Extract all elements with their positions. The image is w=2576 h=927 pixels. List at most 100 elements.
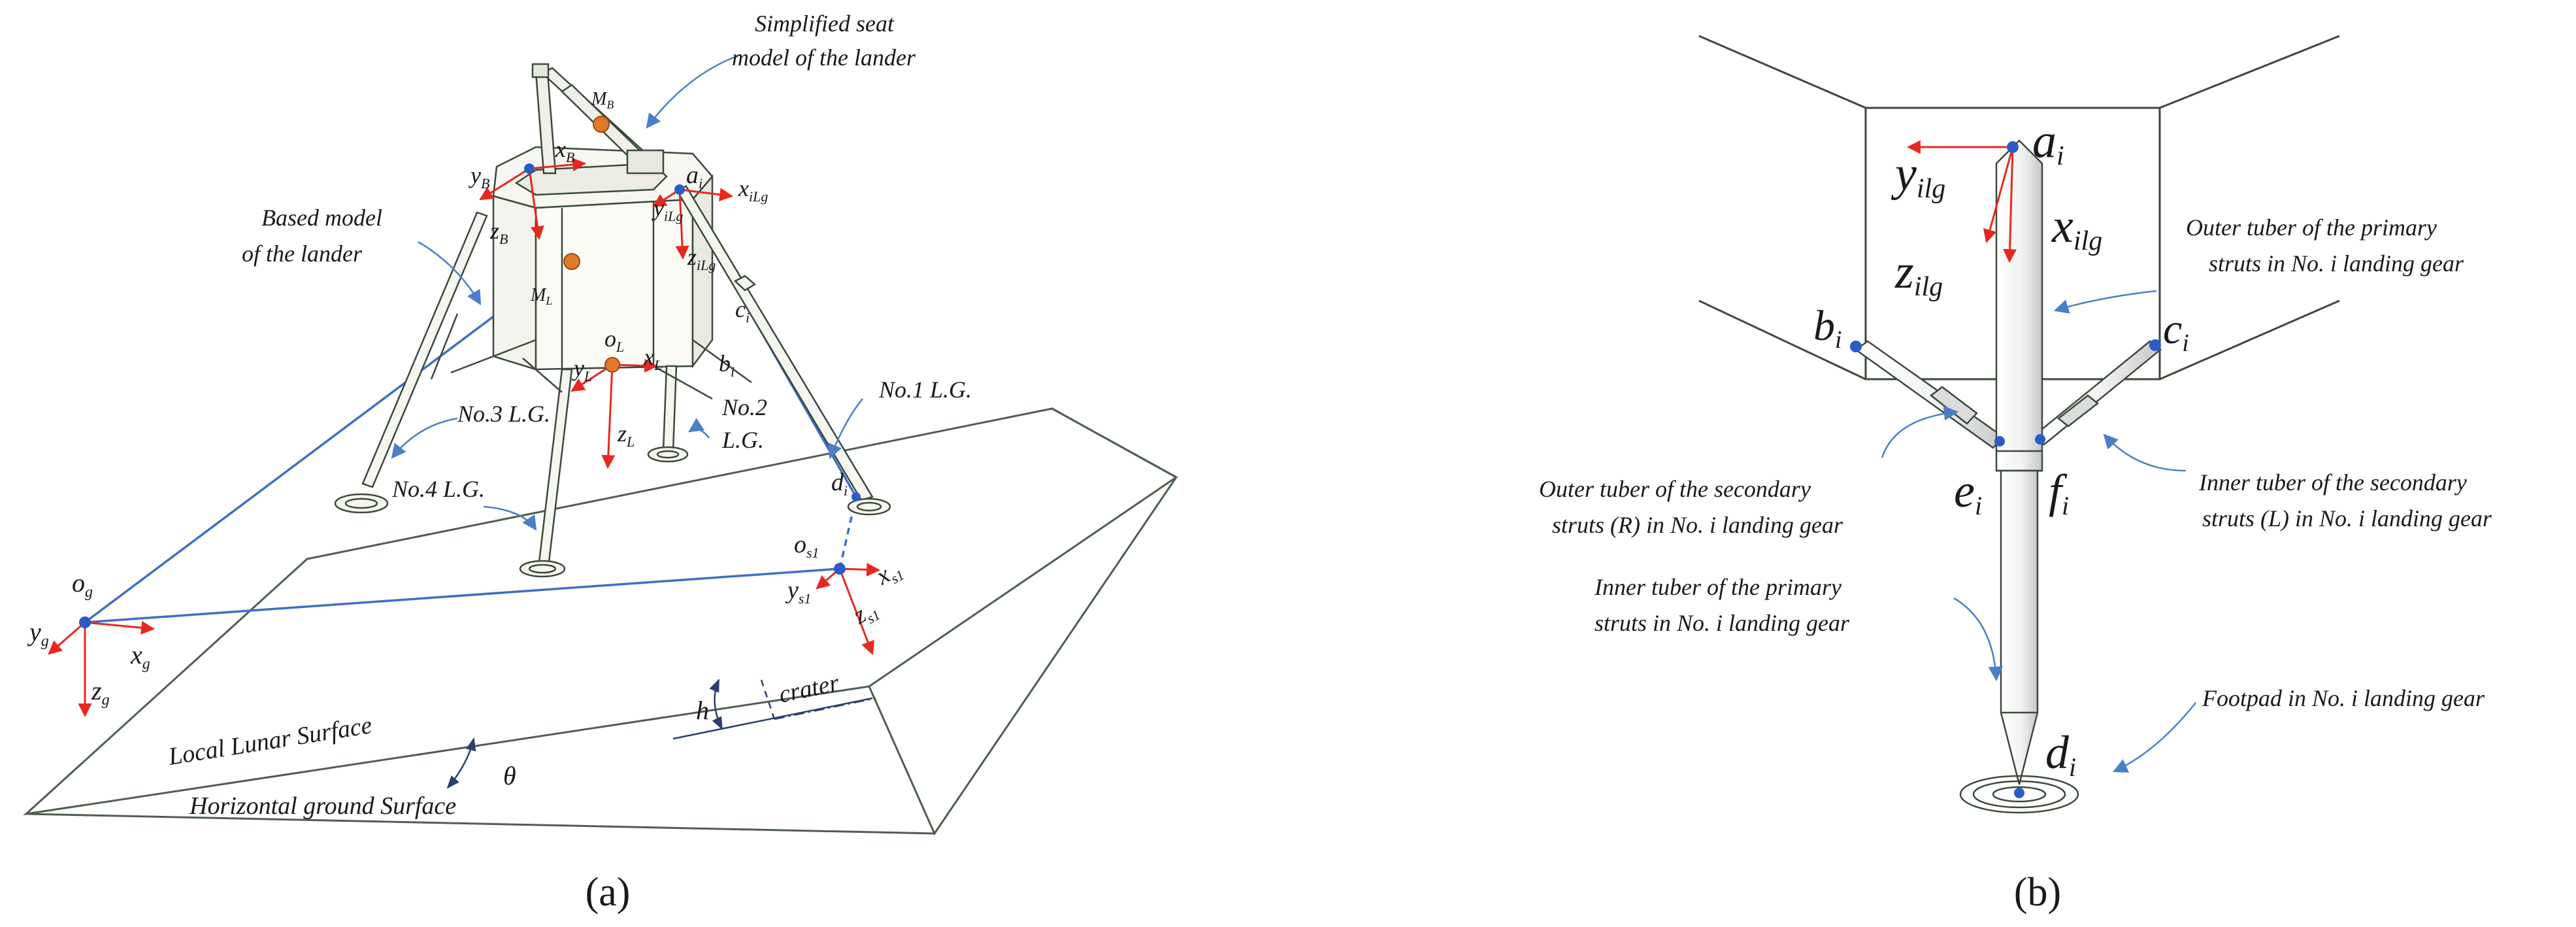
- callout-outer-primary-2: struts in No. i landing gear: [2209, 250, 2464, 277]
- point-ai: [2007, 141, 2019, 153]
- secondary-struts: [1854, 340, 2162, 449]
- seat-model-label-1: Simplified seat: [755, 10, 895, 37]
- label-zilg: ziLg: [687, 244, 716, 273]
- label-b-ai: ai: [2032, 114, 2064, 171]
- label-yl: yL: [572, 355, 592, 384]
- ground-surface-label: Horizontal ground Surface: [189, 792, 456, 820]
- callout-outer-secondary-1: Outer tuber of the secondary: [1539, 476, 1811, 502]
- label-b-bi: bi: [1813, 302, 1842, 354]
- label-b-y: yilg: [1891, 147, 1945, 204]
- label-ml: ML: [530, 285, 552, 307]
- label-mb: MB: [591, 89, 614, 111]
- point-labels-b: ai bi ci ei fi di yilg xilg zilg: [1813, 114, 2189, 782]
- label-xb: xB: [555, 136, 574, 165]
- outer-primary-tube: [1995, 139, 2043, 472]
- label-ol: oL: [604, 326, 624, 355]
- crater-marker: [446, 679, 876, 789]
- label-bi: bi: [719, 350, 735, 380]
- label-b-di: di: [2045, 726, 2076, 782]
- callouts-b: Outer tuber of the primary struts in No.…: [1539, 214, 2492, 711]
- label-os1: os1: [794, 531, 819, 561]
- footpad-3: [334, 493, 389, 514]
- secondary-strut-r: [1854, 340, 2004, 449]
- label-b-z: zilg: [1894, 245, 1943, 302]
- label-og: og: [72, 568, 93, 601]
- coordinate-axes-b: [1906, 140, 2017, 263]
- inner-primary-tube: [2000, 469, 2039, 785]
- h-label: h: [696, 696, 709, 725]
- label-zl: zL: [617, 420, 635, 450]
- label-di: di: [831, 469, 848, 499]
- label-b-x: xilg: [2051, 199, 2102, 256]
- label-b-ei: ei: [1954, 465, 1982, 520]
- callout-outer-secondary-2: struts (R) in No. i landing gear: [1552, 512, 1843, 538]
- footpad-4: [519, 560, 566, 578]
- point-bi: [1850, 341, 1862, 352]
- panel-a: Simplified seat model of the lander Base…: [23, 10, 1178, 915]
- slab-side-face: [868, 477, 1178, 836]
- caption-a: (a): [586, 870, 631, 915]
- callout-arrows-b: [1881, 290, 2196, 773]
- leg-2-strut: [662, 365, 678, 452]
- callout-outer-primary-1: Outer tuber of the primary: [2186, 214, 2437, 241]
- callout-inner-primary-1: Inner tuber of the primary: [1594, 574, 1841, 600]
- lg2-label-2: L.G.: [721, 427, 764, 453]
- point-ci: [2149, 339, 2161, 351]
- label-xilg: xiLg: [738, 175, 768, 205]
- body-front: [492, 195, 537, 371]
- point-di: [2014, 788, 2024, 798]
- label-yb: yB: [469, 162, 489, 192]
- callout-inner-primary-2: struts in No. i landing gear: [1594, 610, 1850, 636]
- frame-labels-a: MB yB xB zB ML ai yiLg xiLg ziLg ci bi o…: [27, 89, 907, 709]
- label-ci: ci: [735, 296, 750, 326]
- based-model-label-2: of the lander: [242, 241, 363, 267]
- nodes-b: [1850, 141, 2161, 798]
- leg-3-strut: [361, 211, 488, 488]
- label-b-fi: fi: [2049, 465, 2069, 520]
- lg2-label-1: No.2: [721, 394, 767, 420]
- callout-inner-secondary-1: Inner tuber of the secondary: [2198, 469, 2467, 496]
- label-zg: zg: [91, 676, 110, 709]
- label-zb: zB: [489, 218, 508, 247]
- label-ai: ai: [686, 161, 702, 192]
- label-yg: yg: [27, 617, 49, 650]
- nodes: [79, 163, 861, 628]
- lunar-surface-label: Local Lunar Surface: [166, 711, 374, 771]
- label-ys1: ys1: [785, 577, 811, 607]
- secondary-strut-l: [2032, 340, 2162, 446]
- footpad-1: [847, 497, 891, 516]
- lg3-label: No.3 L.G.: [457, 401, 550, 427]
- leg-4-strut: [538, 368, 573, 564]
- callout-inner-secondary-2: struts (L) in No. i landing gear: [2202, 505, 2492, 531]
- label-xl: xL: [643, 344, 662, 373]
- based-model-label-1: Based model: [261, 205, 382, 231]
- seat-model-label-2: model of the lander: [732, 44, 916, 71]
- landing-legs: [334, 185, 891, 578]
- lg1-label: No.1 L.G.: [878, 377, 972, 403]
- coordinate-axes: [48, 158, 881, 718]
- caption-b: (b): [2014, 870, 2061, 915]
- label-b-ci: ci: [2163, 305, 2189, 357]
- mass-points: [563, 116, 620, 373]
- lunar-slab: [23, 407, 1178, 836]
- label-xs1: xs1: [871, 554, 907, 593]
- mass-lander: [563, 253, 580, 270]
- crater-label: crater: [776, 669, 842, 708]
- point-fi: [2035, 434, 2045, 445]
- label-xg: xg: [130, 640, 150, 673]
- panel-b: ai bi ci ei fi di yilg xilg zilg Outer t…: [1539, 35, 2492, 915]
- footpad-2: [647, 446, 689, 463]
- slab-ground-edge: [25, 813, 935, 835]
- callout-arrows-a: [391, 54, 863, 531]
- mass-seat: [593, 116, 610, 133]
- label-yilg: yiLg: [652, 195, 683, 224]
- slab-back-edge: [1051, 407, 1177, 479]
- primary-strut: [1995, 139, 2043, 785]
- point-ei: [1994, 436, 2005, 447]
- label-zs1: zs1: [848, 594, 883, 632]
- footpad-b: [1959, 775, 2079, 814]
- lg4-label: No.4 L.G.: [391, 476, 485, 502]
- callout-footpad: Footpad in No. i landing gear: [2202, 685, 2485, 711]
